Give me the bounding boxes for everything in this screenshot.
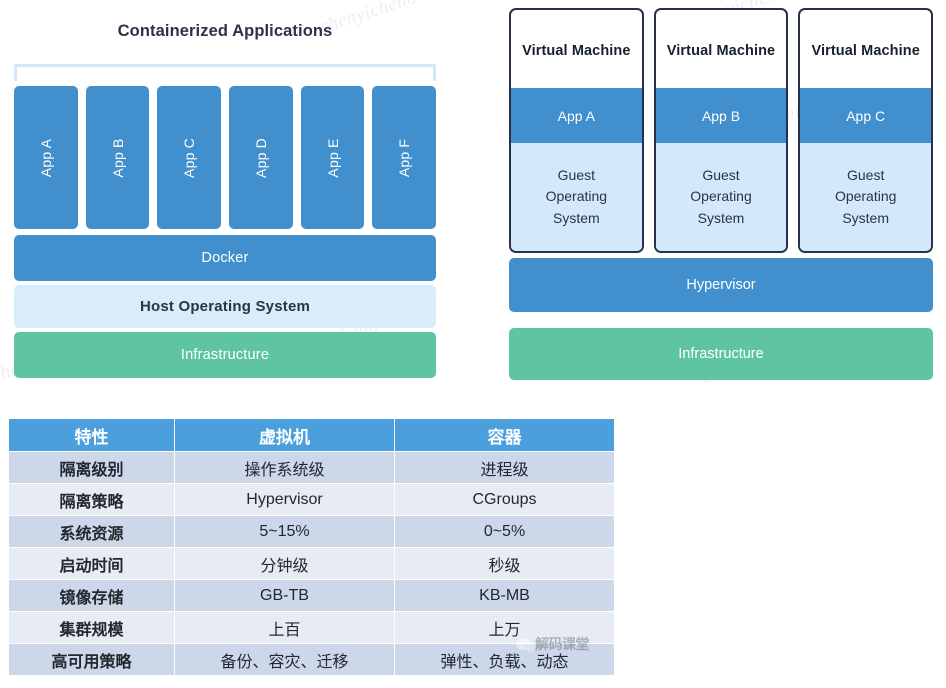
container-app-card[interactable]: App B xyxy=(85,86,150,229)
containerized-applications-panel: Containerized Applications App A App B A… xyxy=(0,0,470,392)
cell-vm: 分钟级 xyxy=(175,548,394,579)
table-row: 镜像存储 GB-TB KB-MB xyxy=(9,580,614,611)
cell-container: CGroups xyxy=(395,484,614,515)
cell-container: 进程级 xyxy=(395,452,614,483)
docker-layer-label: Docker xyxy=(201,250,249,266)
virtual-machines-row: Virtual Machine App A Guest Operating Sy… xyxy=(509,8,934,253)
virtual-machine-title: Virtual Machine xyxy=(666,43,776,59)
table-row: 系统资源 5~15% 0~5% xyxy=(9,516,614,547)
container-app-label: App E xyxy=(324,137,341,178)
table-row: 高可用策略 备份、容灾、迁移 弹性、负载、动态 xyxy=(9,644,614,675)
container-app-label: App B xyxy=(109,137,126,178)
table-row: 隔离级别 操作系统级 进程级 xyxy=(9,452,614,483)
guest-os-line-3: System xyxy=(552,209,600,226)
table-row: 隔离策略 Hypervisor CGroups xyxy=(9,484,614,515)
guest-operating-system: Guest Operating System xyxy=(655,143,787,251)
container-app-label: App F xyxy=(396,138,413,177)
virtual-machine-app: App C xyxy=(800,88,932,143)
container-app-card[interactable]: App A xyxy=(14,86,78,229)
cell-feature: 高可用策略 xyxy=(9,644,174,675)
guest-operating-system: Guest Operating System xyxy=(800,143,932,251)
cell-feature: 集群规模 xyxy=(9,612,174,643)
virtual-machine-card[interactable]: Virtual Machine App C Guest Operating Sy… xyxy=(798,8,934,253)
host-os-layer-bar[interactable]: Host Operating System xyxy=(14,285,436,328)
cell-vm: 操作系统级 xyxy=(175,452,394,483)
container-app-card[interactable]: App F xyxy=(372,86,437,229)
container-app-card[interactable]: App C xyxy=(157,86,222,229)
guest-os-line-2: Operating xyxy=(690,188,752,205)
guest-os-line-2: Operating xyxy=(545,188,608,205)
container-app-card[interactable]: App D xyxy=(229,86,293,229)
virtual-machine-card[interactable]: Virtual Machine App B Guest Operating Sy… xyxy=(653,8,789,253)
cell-container: 弹性、负载、动态 xyxy=(395,644,614,675)
cell-container: KB-MB xyxy=(395,580,614,611)
virtual-machine-app: App A xyxy=(511,88,642,143)
table-header-row: 特性 虚拟机 容器 xyxy=(9,419,614,451)
guest-operating-system: Guest Operating System xyxy=(511,143,642,251)
guest-os-line-1: Guest xyxy=(702,167,740,184)
guest-os-line-2: Operating xyxy=(834,188,897,205)
table-row: 集群规模 上百 上万 xyxy=(9,612,614,643)
cell-vm: 5~15% xyxy=(175,516,394,547)
guest-os-line-1: Guest xyxy=(557,167,596,184)
docker-layer-bar[interactable]: Docker xyxy=(14,235,436,281)
table-header-feature: 特性 xyxy=(9,419,174,451)
host-os-layer-label: Host Operating System xyxy=(139,298,311,315)
cell-vm: Hypervisor xyxy=(175,484,394,515)
virtual-machines-panel: Virtual Machine App A Guest Operating Sy… xyxy=(499,0,946,392)
virtual-machine-app: App B xyxy=(655,88,787,143)
cell-container: 秒级 xyxy=(395,548,614,579)
containers-panel-title: Containerized Applications xyxy=(117,22,333,40)
cell-vm: GB-TB xyxy=(175,580,394,611)
containers-bracket xyxy=(14,64,436,81)
virtual-machine-app-label: App A xyxy=(557,107,596,124)
virtual-machine-app-label: App B xyxy=(701,107,741,124)
table-header-container: 容器 xyxy=(395,419,614,451)
cell-container: 上万 xyxy=(395,612,614,643)
cell-vm: 上百 xyxy=(175,612,394,643)
container-app-label: App A xyxy=(37,138,54,177)
guest-os-line-1: Guest xyxy=(847,167,885,184)
infrastructure-layer-bar-left[interactable]: Infrastructure xyxy=(14,332,436,378)
container-app-card[interactable]: App E xyxy=(300,86,365,229)
infrastructure-layer-bar-right[interactable]: Infrastructure xyxy=(509,328,933,380)
virtual-machine-title: Virtual Machine xyxy=(522,43,631,59)
container-app-label: App D xyxy=(252,137,269,178)
guest-os-line-3: System xyxy=(842,209,890,226)
table-header-vm: 虚拟机 xyxy=(175,419,394,451)
cell-feature: 系统资源 xyxy=(9,516,174,547)
virtual-machine-app-label: App C xyxy=(846,107,886,124)
table-row: 启动时间 分钟级 秒级 xyxy=(9,548,614,579)
guest-os-line-3: System xyxy=(697,209,745,226)
cell-feature: 隔离级别 xyxy=(9,452,174,483)
container-app-label: App C xyxy=(181,137,198,178)
cell-feature: 隔离策略 xyxy=(9,484,174,515)
virtual-machine-card[interactable]: Virtual Machine App A Guest Operating Sy… xyxy=(509,8,644,253)
cell-feature: 镜像存储 xyxy=(9,580,174,611)
vm-vs-container-comparison-table: 特性 虚拟机 容器 隔离级别 操作系统级 进程级 隔离策略 Hypervisor… xyxy=(8,418,615,676)
hypervisor-layer-bar[interactable]: Hypervisor xyxy=(509,258,933,312)
infrastructure-layer-label: Infrastructure xyxy=(678,346,764,362)
container-apps-row: App A App B App C App D App E App F xyxy=(14,86,437,229)
virtual-machine-title: Virtual Machine xyxy=(811,43,920,59)
infrastructure-layer-label: Infrastructure xyxy=(180,347,270,363)
cell-feature: 启动时间 xyxy=(9,548,174,579)
cell-container: 0~5% xyxy=(395,516,614,547)
cell-vm: 备份、容灾、迁移 xyxy=(175,644,394,675)
hypervisor-layer-label: Hypervisor xyxy=(686,277,756,293)
